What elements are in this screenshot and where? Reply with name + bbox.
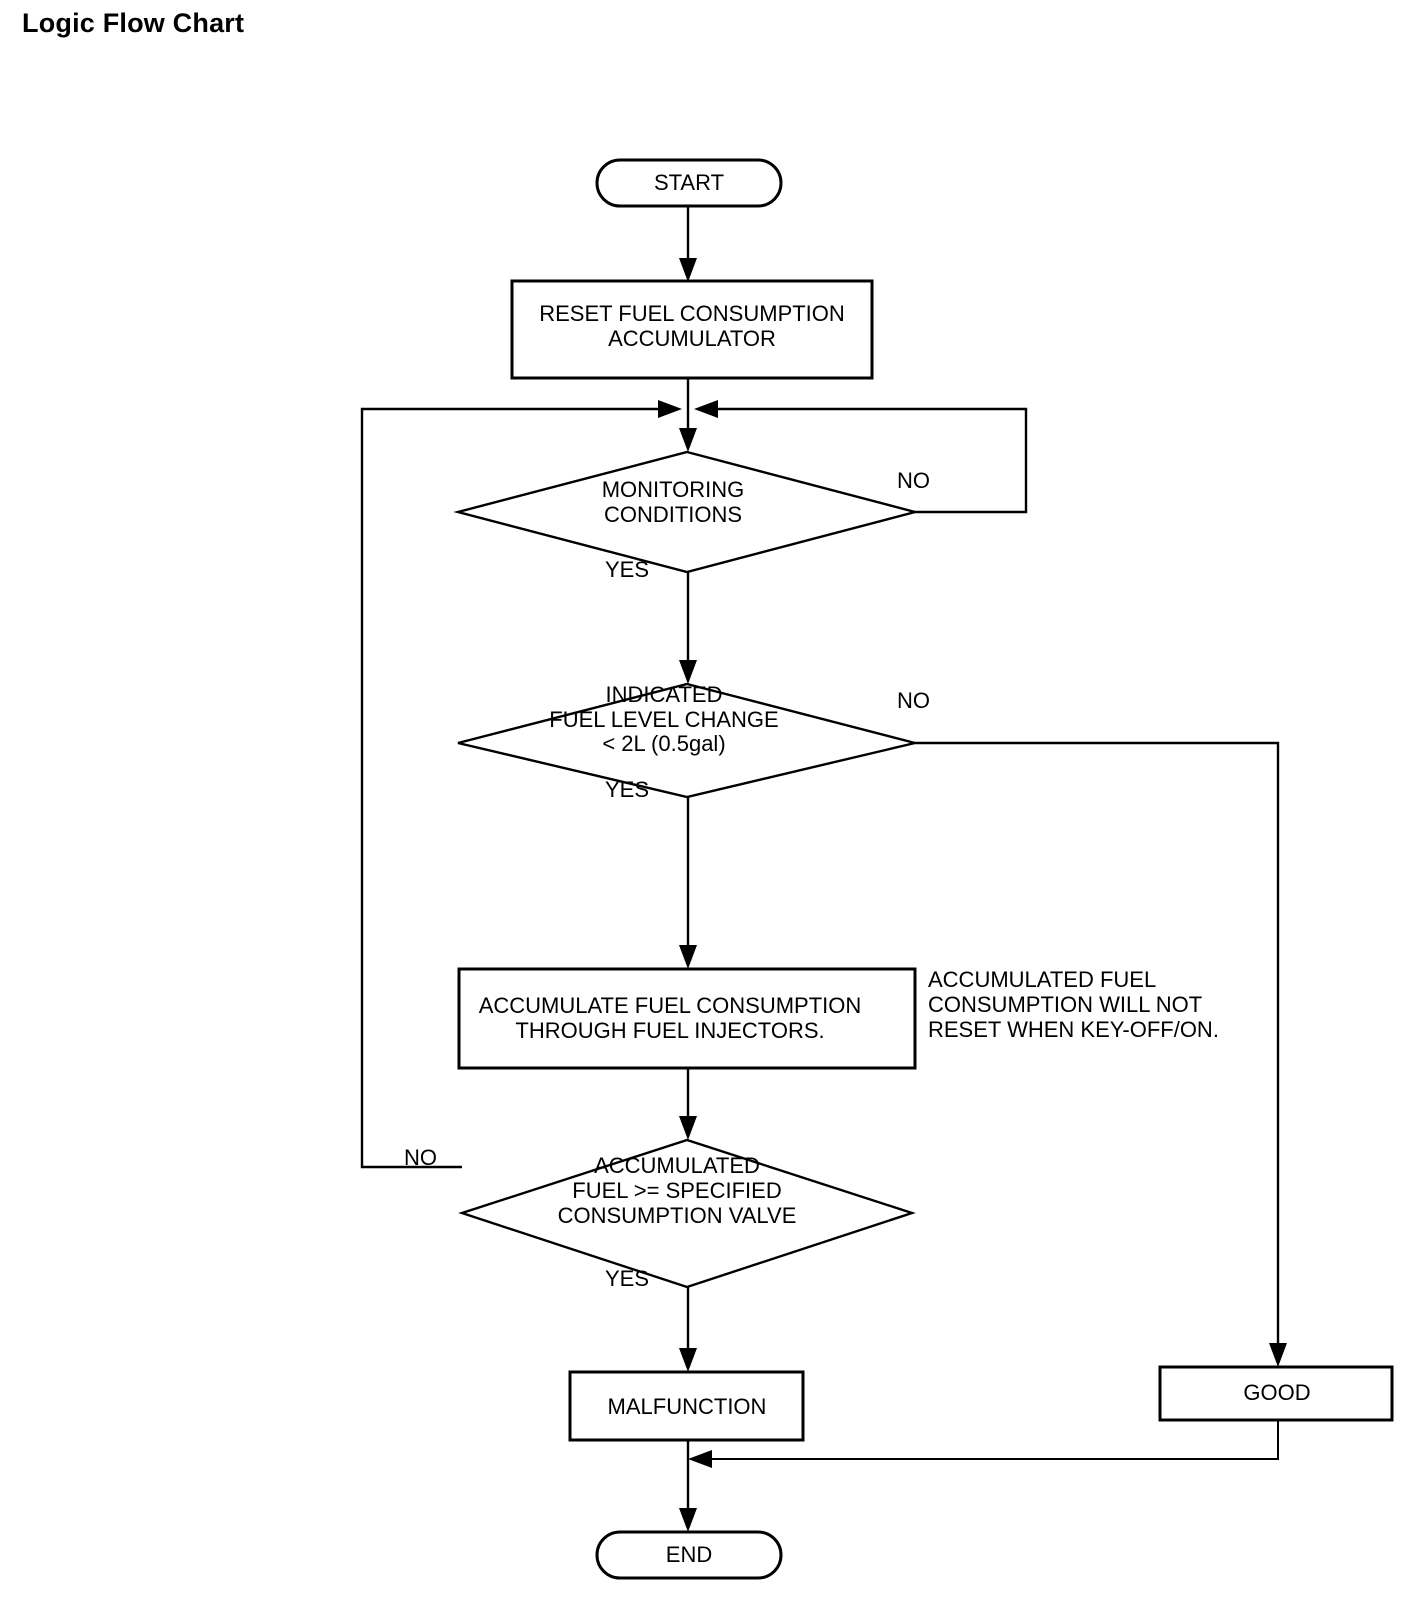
node-threshold-line2: FUEL >= SPECIFIED (572, 1178, 781, 1203)
node-good-label: GOOD (1243, 1380, 1310, 1405)
page-title: Logic Flow Chart (22, 8, 245, 38)
edge-malfunction-to-end (679, 1440, 697, 1532)
edge-merge-to-monitoring (679, 409, 697, 452)
edge-fuellevel-no (915, 741, 1287, 1367)
node-reset-accumulator[interactable]: RESET FUEL CONSUMPTION ACCUMULATOR (510, 279, 874, 380)
edge-label-fuellevel-yes: YES (605, 777, 649, 802)
node-end[interactable]: END (595, 1530, 783, 1580)
edge-threshold-no-loop (360, 400, 682, 1169)
edge-label-threshold-yes: YES (605, 1266, 649, 1291)
node-monitoring-conditions[interactable]: MONITORING CONDITIONS (453, 450, 920, 574)
node-accumulate-line1: ACCUMULATE FUEL CONSUMPTION (479, 993, 862, 1018)
node-malfunction[interactable]: MALFUNCTION (568, 1370, 805, 1442)
node-accumulate-fuel[interactable]: ACCUMULATE FUEL CONSUMPTION THROUGH FUEL… (457, 967, 917, 1070)
annotation-line1: ACCUMULATED FUEL (928, 967, 1156, 992)
edge-label-threshold-no: NO (404, 1145, 437, 1170)
node-threshold-line3: CONSUMPTION VALVE (558, 1203, 797, 1228)
edge-good-to-end (688, 1420, 1279, 1468)
node-threshold-line1: ACCUMULATED (594, 1153, 760, 1178)
node-good[interactable]: GOOD (1158, 1365, 1394, 1422)
annotation-line3: RESET WHEN KEY-OFF/ON. (928, 1017, 1219, 1042)
annotation-line2: CONSUMPTION WILL NOT (928, 992, 1202, 1017)
node-accumulate-line2: THROUGH FUEL INJECTORS. (515, 1018, 824, 1043)
edge-start-to-reset (679, 206, 697, 282)
node-malfunction-label: MALFUNCTION (608, 1394, 767, 1419)
node-monitoring-line2: CONDITIONS (604, 502, 742, 527)
node-monitoring-line1: MONITORING (602, 477, 745, 502)
node-fuel-level-change[interactable]: INDICATED FUEL LEVEL CHANGE < 2L (0.5gal… (457, 682, 916, 799)
node-reset-line1: RESET FUEL CONSUMPTION (539, 301, 845, 326)
annotation-accumulated-fuel-note: ACCUMULATED FUEL CONSUMPTION WILL NOT RE… (928, 967, 1219, 1042)
node-fuellevel-line2: FUEL LEVEL CHANGE (549, 707, 778, 732)
node-fuellevel-line1: INDICATED (606, 682, 723, 707)
edge-monitoring-no-loop (694, 400, 1028, 514)
edge-monitoring-yes (679, 572, 697, 684)
node-start-label: START (654, 170, 724, 195)
edge-label-monitoring-no: NO (897, 468, 930, 493)
edge-accumulate-to-threshold (679, 1068, 697, 1140)
edge-label-fuellevel-no: NO (897, 688, 930, 713)
node-start[interactable]: START (595, 158, 783, 208)
edge-threshold-yes (679, 1287, 697, 1372)
node-fuellevel-line3: < 2L (0.5gal) (602, 731, 725, 756)
edge-fuellevel-yes (679, 797, 697, 969)
node-end-label: END (666, 1542, 712, 1567)
node-accumulated-threshold[interactable]: ACCUMULATED FUEL >= SPECIFIED CONSUMPTIO… (458, 1138, 916, 1289)
edge-label-monitoring-yes: YES (605, 557, 649, 582)
node-reset-line2: ACCUMULATOR (608, 326, 776, 351)
